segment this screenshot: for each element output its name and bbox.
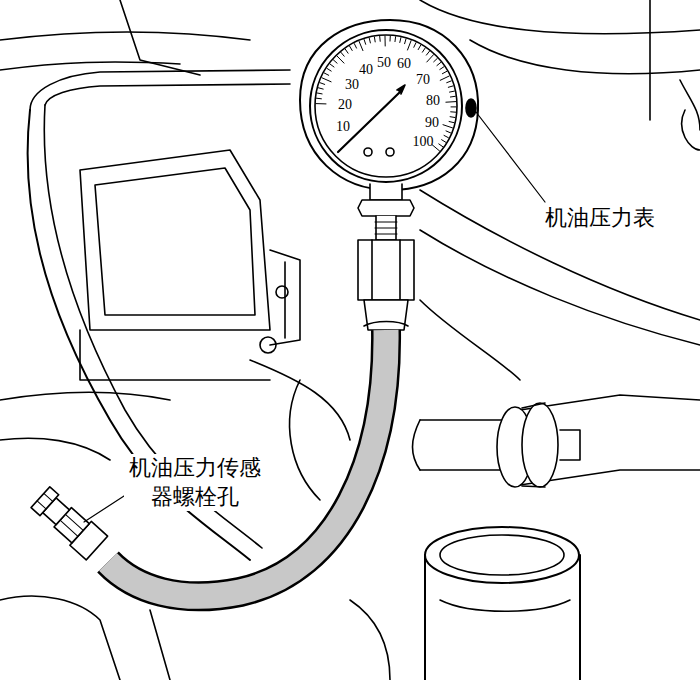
dial-tick [405,39,406,44]
dial-tick [350,46,353,50]
scale-number: 70 [416,73,430,87]
dial-tick [408,41,412,50]
dial-tick [364,40,366,45]
dial-tick [427,55,434,62]
dial-tick [316,103,326,104]
dial-tick [327,68,331,71]
part-label: 机油压力表 [542,204,658,233]
part-label: 机油压力传感器螺栓孔 [124,454,266,511]
dial-tick [324,73,328,75]
dial-tick [354,44,356,49]
dial-tick [450,96,455,98]
dial-tick [439,144,443,147]
dial-tick [369,38,370,43]
dial-tick [450,91,455,92]
dial-tick [448,86,453,87]
dial-tick [451,106,456,107]
dial-tick [447,81,452,83]
scale-number: 20 [338,98,352,112]
dial-tick [418,45,421,49]
dial-tick [450,116,455,118]
dial-tick [442,71,446,73]
dial-tick [385,36,386,46]
scale-number: 80 [426,94,440,108]
dial-tick [379,36,381,41]
dial-tick [442,140,446,143]
dial-tick [422,48,425,52]
dial-tick [316,98,321,100]
dial-tick [395,37,397,42]
scale-number: 10 [336,120,350,134]
dial-tick [414,43,416,48]
dial-tick [333,60,337,63]
dial-tick [443,125,453,128]
dial-tick [440,67,444,70]
dial-tick [437,62,441,65]
dial-tick [449,122,454,123]
scale-number: 40 [359,63,373,77]
scale-number: 100 [413,135,434,149]
dial-tick [446,101,456,103]
dial-tick [317,93,322,95]
dial-tick [446,131,451,133]
dial-tick [318,88,323,89]
dial-tick [374,37,376,42]
dial-tick [444,135,448,137]
dial-tick [451,111,456,112]
dial-tick [390,36,391,41]
scale-number: 60 [397,57,411,71]
scale-number: 50 [377,56,391,70]
scale-number: 90 [425,116,439,130]
dial-tick [440,76,449,80]
dial-tick [341,52,344,56]
dial-tick [400,38,401,43]
dial-tick [337,56,344,63]
dial-tick [359,41,363,50]
scale-number: 30 [345,78,359,92]
dial-tick [345,49,348,53]
dial-tick [426,51,429,55]
dial-tick [330,64,334,67]
dial-tick [320,83,325,85]
dial-tick [322,78,331,82]
dial-tick [434,58,438,61]
